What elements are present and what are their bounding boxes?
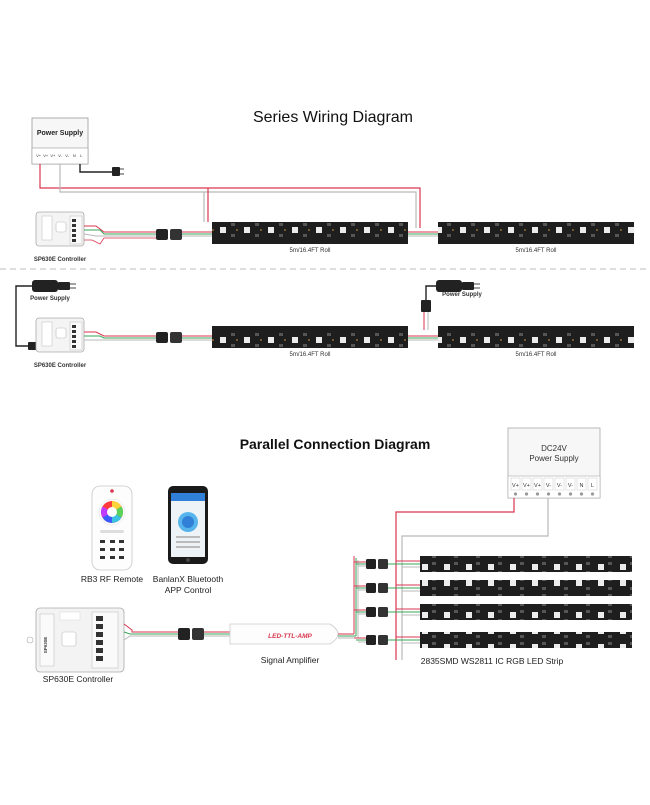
top-psu-terminal: N — [73, 153, 76, 158]
parallel-led-strip — [420, 580, 632, 596]
bottom-controller-label: SP630E Controller — [34, 363, 87, 369]
signal-amplifier: LED-TTL-AMP — [229, 623, 339, 645]
top-psu-terminal: V- — [65, 153, 69, 158]
dc24v-terminal: L — [591, 483, 594, 489]
dc24v-terminal: V- — [557, 483, 562, 489]
dc24v-terminal: V+ — [523, 483, 530, 489]
strip-connector — [366, 559, 376, 569]
adapter-dc-cord — [15, 285, 32, 347]
dc24v-terminals: V+ V+ V+ V- V- V- N L — [510, 477, 598, 496]
top-psu-ac-cord — [79, 164, 112, 173]
parallel-led-strip — [420, 604, 632, 620]
top-psu-terminal: V+ — [50, 153, 56, 158]
parallel-led-strip — [420, 556, 632, 572]
dc24v-power-supply: DC24V Power Supply V+ V+ V+ V- V- V- N L — [507, 427, 601, 499]
series-adapter-left: Power Supply — [30, 280, 76, 302]
top-psu-label: Power Supply — [37, 130, 83, 137]
roll-label-2: 5m/16.4FT Roll — [516, 248, 557, 254]
parallel-grey-power-wire — [401, 498, 549, 660]
amp-label: Signal Amplifier — [261, 655, 320, 665]
parallel-title: Parallel Connection Diagram — [240, 436, 431, 452]
series-controller-label: SP630E Controller — [34, 257, 87, 263]
strip-connector — [366, 583, 376, 593]
series-grey-power-wire — [59, 164, 417, 228]
parallel-led-strip — [420, 632, 632, 648]
controller-model-text: SP630E — [43, 637, 48, 654]
dc24v-terminal: N — [580, 483, 584, 489]
led-strip-roll-1 — [212, 222, 408, 244]
series-red-power-wire — [39, 164, 421, 228]
series-controller-2 — [35, 317, 85, 353]
remote-label: RB3 RF Remote — [81, 574, 144, 584]
strip-label: 2835SMD WS2811 IC RGB LED Strip — [421, 656, 564, 666]
dc24v-terminal: V+ — [534, 483, 541, 489]
phone-app — [168, 486, 208, 564]
top-psu-terminal: V+ — [36, 153, 42, 158]
roll-label-4: 5m/16.4FT Roll — [516, 352, 557, 358]
dc24v-terminal: V- — [546, 483, 551, 489]
psu-line1: DC24V — [541, 444, 567, 453]
app-label-line1: BanlanX Bluetooth — [153, 574, 224, 584]
series-title: Series Wiring Diagram — [253, 109, 413, 126]
strip-connector — [366, 607, 376, 617]
strip-connector — [366, 635, 376, 645]
led-strip-roll-2 — [438, 222, 634, 244]
dc24v-terminal: V- — [568, 483, 573, 489]
led-strip-roll-4 — [438, 326, 634, 348]
app-label-line2: APP Control — [165, 585, 212, 595]
amp-text: LED-TTL-AMP — [268, 633, 312, 640]
bottom-psu-label: Power Supply — [30, 296, 70, 302]
top-psu-terminal: V+ — [43, 153, 49, 158]
psu-line2: Power Supply — [529, 454, 578, 463]
roll-label-1: 5m/16.4FT Roll — [290, 248, 331, 254]
parallel-controller-label: SP630E Controller — [43, 674, 114, 684]
series-adapter-mid: Power Supply — [436, 280, 482, 298]
series-controller — [35, 211, 85, 247]
top-psu-terminal: L — [80, 153, 83, 158]
mid-psu-label: Power Supply — [442, 292, 482, 298]
roll-label-3: 5m/16.4FT Roll — [290, 352, 331, 358]
top-psu-terminal: V- — [58, 153, 62, 158]
dc24v-terminal: V+ — [512, 483, 519, 489]
parallel-red-power-wire — [395, 498, 515, 660]
rf-remote — [91, 485, 133, 571]
parallel-strips — [354, 556, 632, 648]
connector — [156, 229, 168, 240]
plug-icon — [112, 167, 120, 176]
parallel-controller: SP630E — [26, 607, 125, 673]
led-strip-roll-3 — [212, 326, 408, 348]
